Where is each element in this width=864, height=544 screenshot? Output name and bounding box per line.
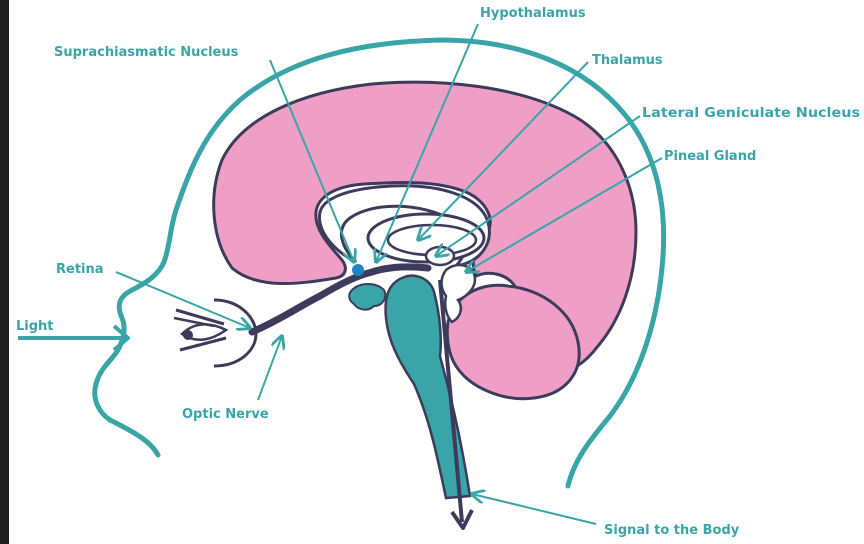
label-optic-nerve: Optic Nerve xyxy=(182,407,269,422)
eye-pupil xyxy=(183,330,193,340)
leader-signal xyxy=(472,494,596,524)
lateral-geniculate-shape xyxy=(426,247,454,265)
eyelid-upper xyxy=(176,310,224,324)
label-retina: Retina xyxy=(56,262,104,277)
label-light: Light xyxy=(16,319,54,334)
leader-optic-nerve xyxy=(258,336,282,400)
label-signal-to-the-body: Signal to the Body xyxy=(604,523,740,538)
pituitary xyxy=(349,284,385,310)
label-suprachiasmatic-nucleus: Suprachiasmatic Nucleus xyxy=(54,45,239,60)
label-pineal-gland: Pineal Gland xyxy=(664,149,756,164)
suprachiasmatic-dot xyxy=(352,264,364,276)
label-hypothalamus: Hypothalamus xyxy=(480,6,586,21)
label-lateral-geniculate-nucleus: Lateral Geniculate Nucleus xyxy=(642,106,860,121)
label-thalamus: Thalamus xyxy=(592,53,663,68)
